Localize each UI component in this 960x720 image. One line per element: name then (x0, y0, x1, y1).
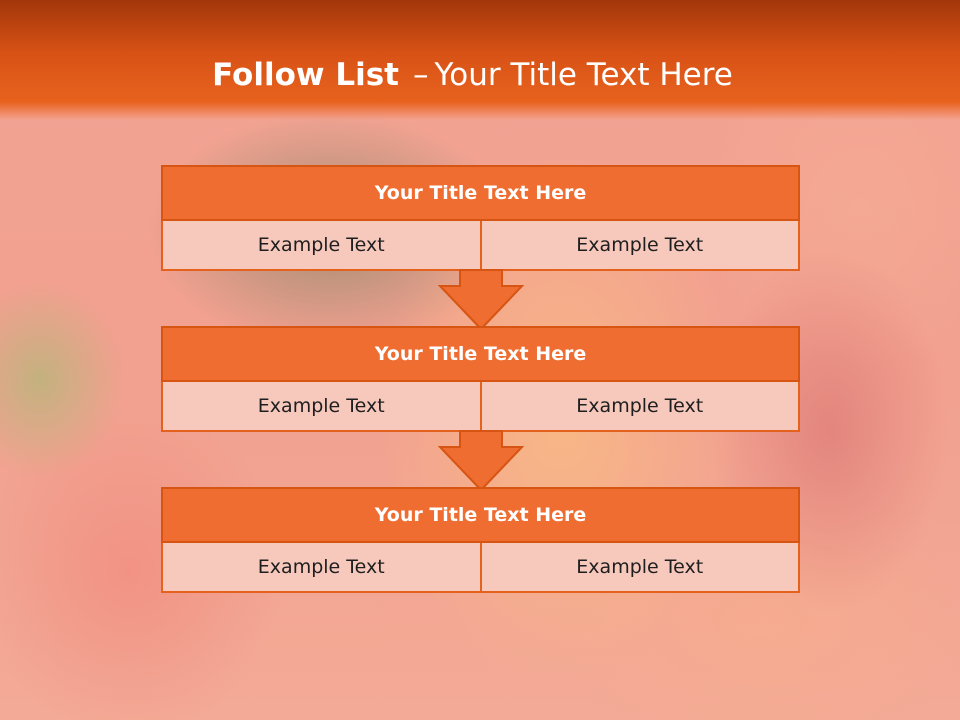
step-cell-left: Example Text (161, 221, 482, 271)
step-title: Your Title Text Here (161, 487, 800, 543)
step-row: Example Text Example Text (161, 382, 800, 432)
step-cell-right: Example Text (481, 543, 800, 593)
step-row: Example Text Example Text (161, 221, 800, 271)
down-arrow-icon (438, 430, 524, 492)
step-cell-left: Example Text (161, 543, 482, 593)
step-cell-right: Example Text (481, 221, 800, 271)
step-title: Your Title Text Here (161, 165, 800, 221)
step-box-2: Your Title Text Here Example Text Exampl… (161, 326, 800, 432)
step-cell-right: Example Text (481, 382, 800, 432)
step-cell-left: Example Text (161, 382, 482, 432)
slide-title: Follow List–Your Title Text Here (0, 52, 945, 98)
down-arrow-icon (438, 269, 524, 331)
header-bar (0, 0, 960, 120)
step-row: Example Text Example Text (161, 543, 800, 593)
title-main: Follow List (212, 57, 399, 93)
title-subtitle: Your Title Text Here (434, 57, 733, 93)
step-title: Your Title Text Here (161, 326, 800, 382)
title-separator: – (412, 57, 429, 93)
step-box-1: Your Title Text Here Example Text Exampl… (161, 165, 800, 271)
step-box-3: Your Title Text Here Example Text Exampl… (161, 487, 800, 593)
